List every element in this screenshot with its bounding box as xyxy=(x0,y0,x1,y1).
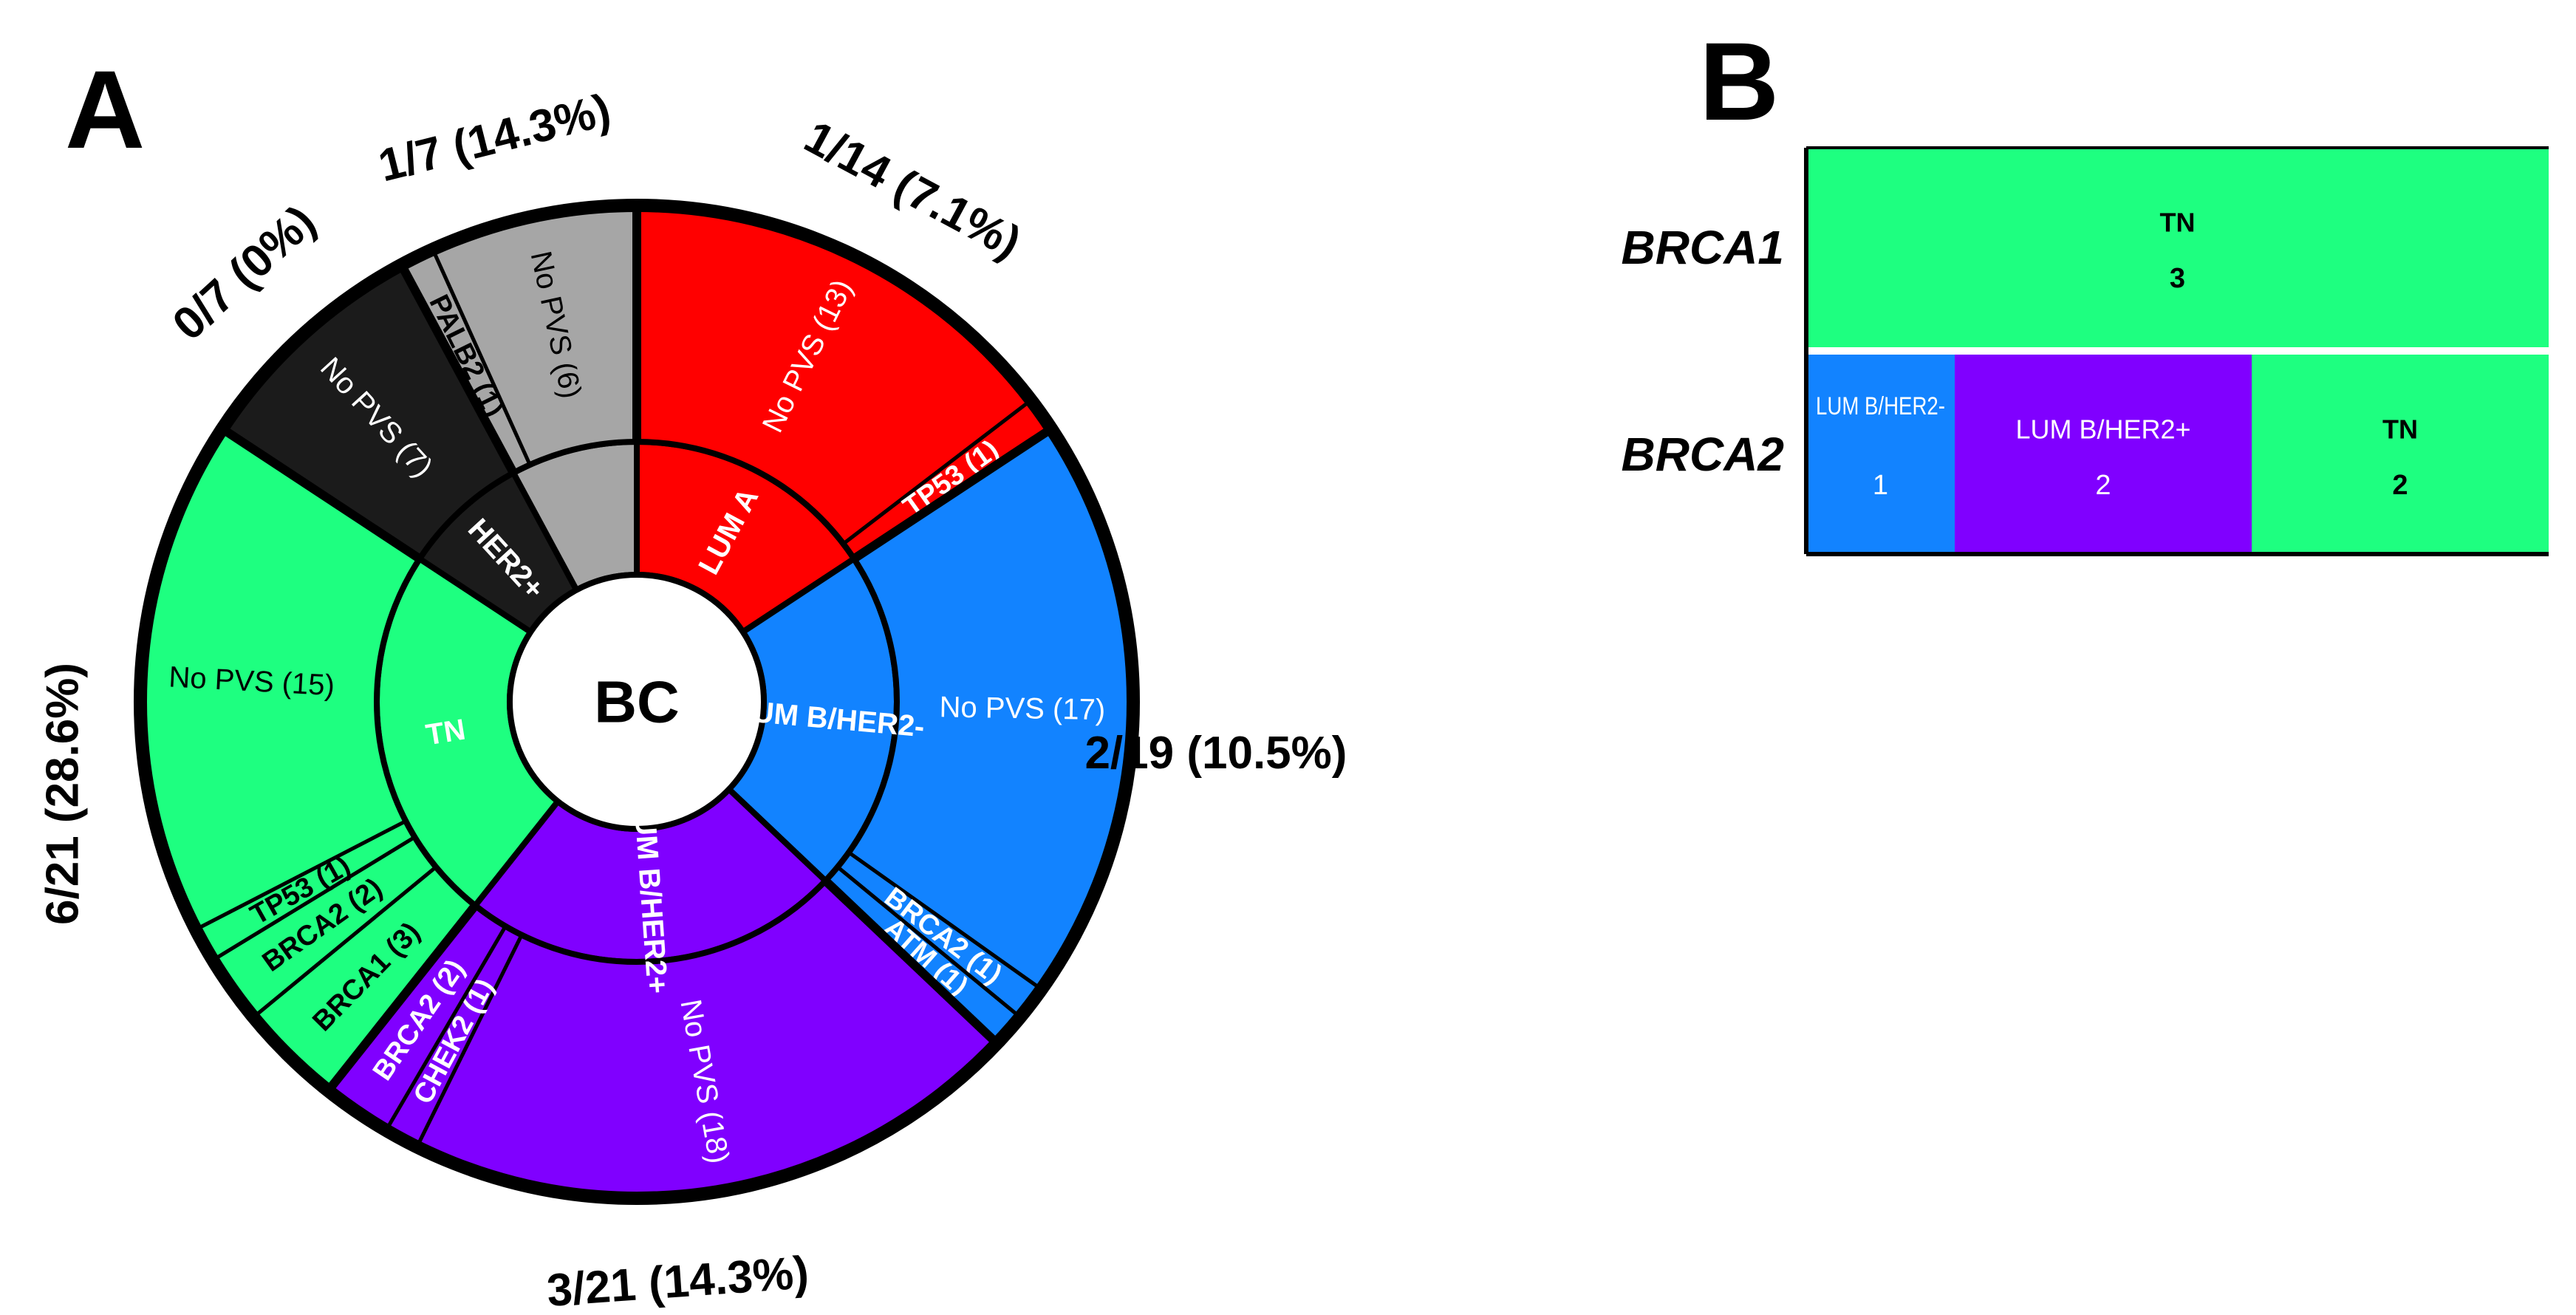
group-divider xyxy=(822,877,1000,1047)
group-summary: 2/19 (10.5%) xyxy=(1084,728,1347,779)
inner-ring-border xyxy=(374,439,900,965)
group-divider xyxy=(397,262,518,475)
bar-segment-brca2-tn xyxy=(2252,355,2549,554)
group-divider xyxy=(324,903,479,1094)
segment-layer: No PVS (13)TP53 (1)No PVS (17)BRCA2 (1)A… xyxy=(138,203,1135,1200)
panel-b-label: B xyxy=(1699,19,1779,143)
bar-segment-brca2-lum-b-her2 xyxy=(1806,355,1955,554)
bar-segment-value: 2 xyxy=(2095,470,2111,501)
bar-segment-value: 2 xyxy=(2392,470,2408,501)
bar-segment-value: 3 xyxy=(2170,263,2185,294)
center-label: BC xyxy=(594,669,680,735)
bar-segment-brca2-lum-b-her2 xyxy=(1955,355,2252,554)
group-divider xyxy=(219,425,423,563)
bar-segment-label: LUM B/HER2+ xyxy=(2015,414,2190,444)
center-circle xyxy=(507,572,767,832)
bar-category-label: BRCA2 xyxy=(1622,428,1784,481)
group-divider xyxy=(851,425,1054,563)
bar-segment-value: 1 xyxy=(1873,470,1888,501)
bar-segment-brca1-tn xyxy=(1806,148,2549,347)
group-summary: 6/21 (28.6%) xyxy=(37,663,88,925)
bar-segment-label: LUM B/HER2- xyxy=(1816,392,1945,420)
bar-segment-label: TN xyxy=(2382,414,2418,444)
group-summary: 1/7 (14.3%) xyxy=(374,84,616,191)
group-summary: 0/7 (0%) xyxy=(163,196,325,350)
segment-label: No PVS (17) xyxy=(939,691,1105,726)
bar-category-label: BRCA1 xyxy=(1622,221,1784,274)
group-label: TN xyxy=(423,714,468,752)
group-summary: 3/21 (14.3%) xyxy=(545,1247,810,1315)
sunburst-chart: No PVS (13)TP53 (1)No PVS (17)BRCA2 (1)A… xyxy=(37,84,1347,1315)
bar-segment-label: TN xyxy=(2160,207,2196,237)
panel-a-label: A xyxy=(65,47,145,171)
group-layer xyxy=(374,439,900,965)
